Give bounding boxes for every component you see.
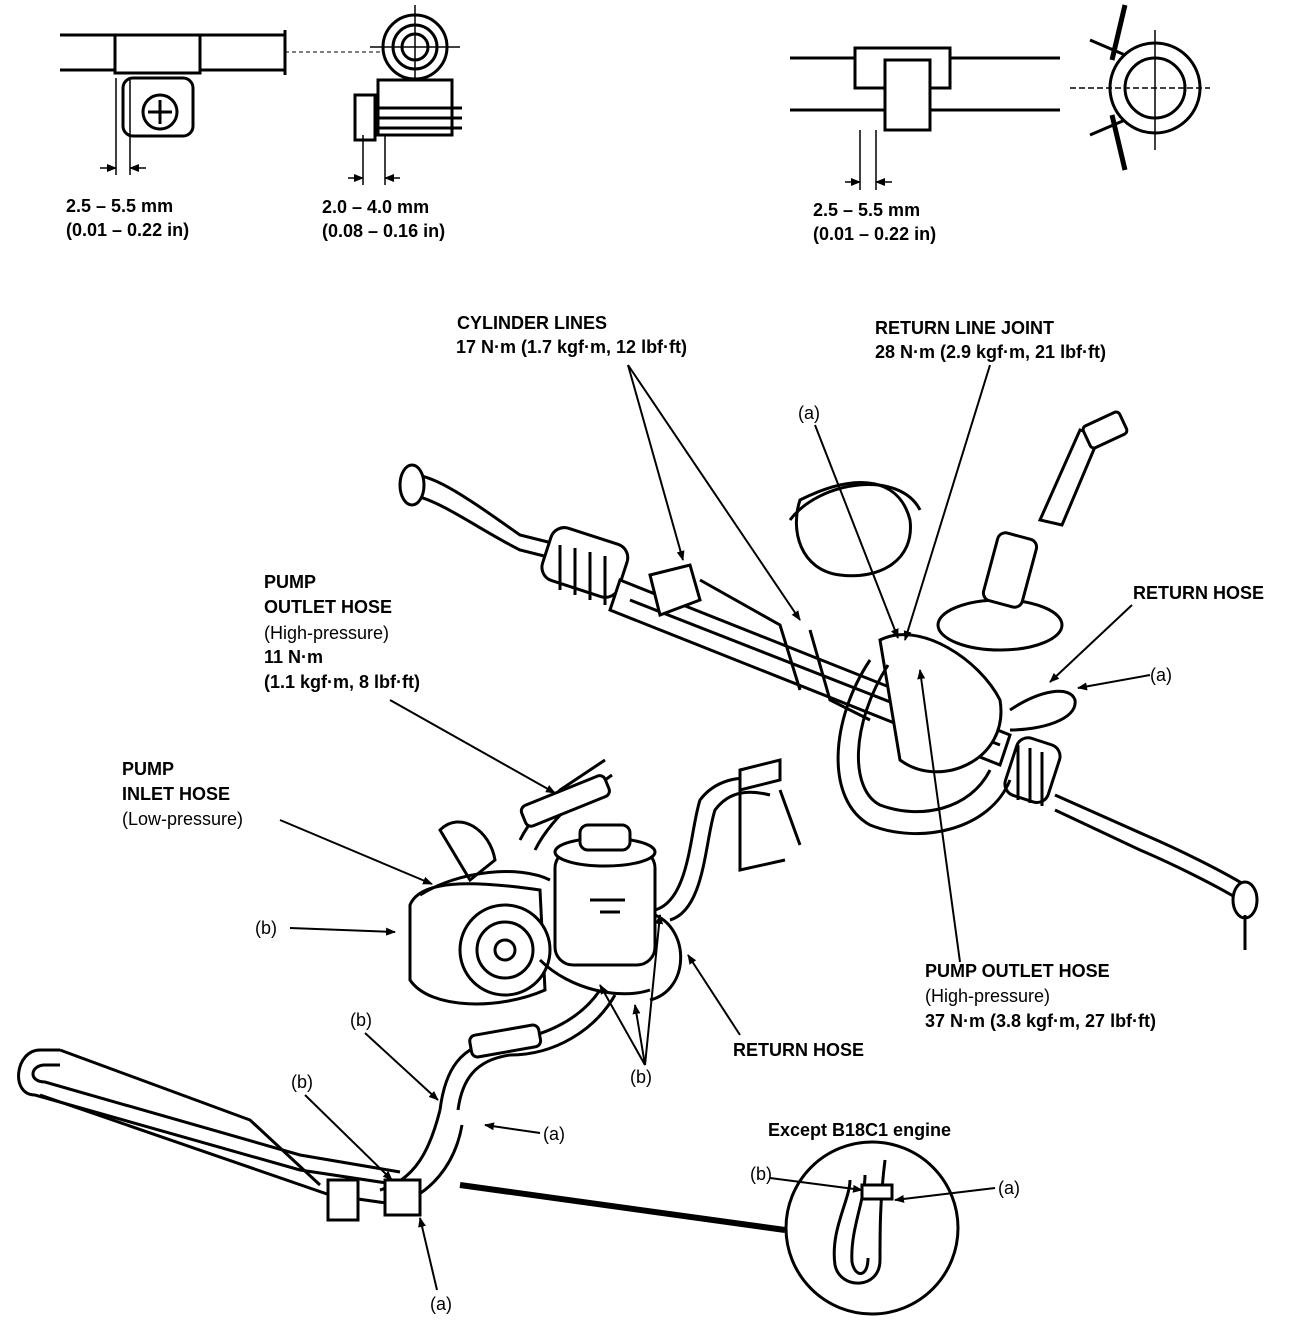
- left-clamp-in: (0.01 – 0.22 in): [66, 220, 190, 240]
- return-line-joint-torque: 28 N·m (2.9 kgf·m, 21 lbf·ft): [875, 342, 1107, 362]
- cylinder-lines: [648, 481, 922, 722]
- pump-inlet-type: (Low-pressure): [122, 809, 244, 829]
- marker-b-cooler: (b): [291, 1072, 313, 1092]
- bolt-gap-detail: [353, 5, 462, 185]
- marker-b-inset: (b): [750, 1164, 772, 1184]
- marker-b-hose: (b): [350, 1010, 372, 1030]
- return-hose-lower-label: RETURN HOSE: [733, 1040, 865, 1060]
- marker-b-pump: (b): [255, 918, 277, 938]
- pump-outlet-lower-torque: 37 N·m (3.8 kgf·m, 27 lbf·ft): [925, 1011, 1157, 1031]
- pump-outlet-lower-title: PUMP OUTLET HOSE: [925, 961, 1110, 981]
- pump-outlet-upper-type: (High-pressure): [264, 623, 390, 643]
- right-clamp-detail: [790, 4, 1210, 190]
- hose-loop: [836, 659, 1077, 836]
- pump-outlet-upper-line1: PUMP: [264, 572, 317, 592]
- cylinder-lines-title: CYLINDER LINES: [457, 313, 608, 333]
- left-clamp-mm: 2.5 – 5.5 mm: [66, 196, 174, 216]
- cylinder-lines-torque: 17 N·m (1.7 kgf·m, 12 lbf·ft): [456, 337, 688, 357]
- return-line-joint-title: RETURN LINE JOINT: [875, 318, 1055, 338]
- marker-a-top: (a): [798, 403, 820, 423]
- pump-hoses: [379, 758, 802, 1207]
- pump-inlet-line1: PUMP: [122, 759, 175, 779]
- pump-outlet-upper-line2: OUTLET HOSE: [264, 597, 393, 617]
- power-steering-pump: [408, 820, 657, 1006]
- bolt-gap-mm: 2.0 – 4.0 mm: [322, 197, 430, 217]
- dimension-arrows: [100, 164, 892, 186]
- marker-a-inset: (a): [998, 1178, 1020, 1198]
- marker-a-hose: (a): [543, 1124, 565, 1144]
- bolt-gap-in: (0.08 – 0.16 in): [322, 221, 446, 241]
- pump-outlet-upper-torque-alt: (1.1 kgf·m, 8 lbf·ft): [264, 672, 420, 692]
- right-clamp-in: (0.01 – 0.22 in): [813, 224, 937, 244]
- return-hose-right-label: RETURN HOSE: [1133, 583, 1265, 603]
- inset-title: Except B18C1 engine: [768, 1120, 952, 1140]
- marker-a-bottom: (a): [430, 1294, 452, 1314]
- pump-outlet-upper-torque: 11 N·m: [264, 647, 324, 667]
- marker-b-reservoir: (b): [630, 1067, 652, 1087]
- right-clamp-mm: 2.5 – 5.5 mm: [813, 200, 921, 220]
- left-clamp-detail: [60, 30, 380, 175]
- leader-lines: [279, 364, 1151, 1291]
- fluid-cooler: [17, 1048, 422, 1222]
- marker-a-right: (a): [1150, 665, 1172, 685]
- pump-inlet-line2: INLET HOSE: [122, 784, 231, 804]
- inset-detail: [459, 1140, 960, 1316]
- pump-outlet-lower-type: (High-pressure): [925, 986, 1051, 1006]
- steering-rack: [398, 410, 1259, 950]
